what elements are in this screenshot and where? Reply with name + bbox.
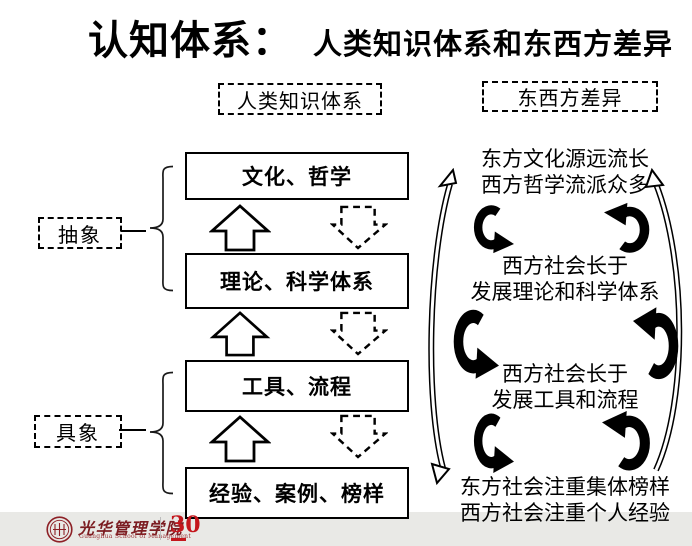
header-east-west-label: 东西方差异 [517,86,623,110]
connector-abstract [121,230,146,232]
logo-divider [160,517,161,540]
school-name-en: Guanghua School of Management [79,533,192,540]
knowledge-box-theory-science: 理论、科学体系 [185,253,409,309]
note-line: 发展理论和科学体系 [470,280,660,304]
label-abstract: 抽象 [38,217,122,249]
header-human-knowledge: 人类知识体系 [218,83,382,115]
pku-seal-icon [46,516,73,543]
label-concrete-text: 具象 [56,421,100,445]
knowledge-box-label: 工具、流程 [242,374,352,399]
up-arrow-icon [209,415,271,463]
brace-abstract [149,165,174,292]
cycle-arrow-up-icon [602,411,650,471]
note-line: 西方哲学流派众多 [481,173,649,197]
note-tools: 西方社会长于 发展工具和流程 [445,361,685,413]
up-arrow-icon [209,204,271,252]
page-title: 认知体系： 人类知识体系和东西方差异 [88,8,673,66]
brace-concrete [149,371,174,495]
note-culture: 东方文化源远流长 西方哲学流派众多 [445,146,685,198]
dashed-down-arrow-icon [330,205,388,250]
knowledge-box-label: 文化、哲学 [242,164,352,189]
header-east-west: 东西方差异 [482,81,658,112]
note-line: 西方社会长于 [502,254,628,278]
anniversary-small-text [171,538,186,541]
knowledge-box-label: 经验、案例、榜样 [209,481,385,506]
dashed-down-arrow-icon [330,414,388,459]
note-theory: 西方社会长于 发展理论和科学体系 [445,253,685,305]
cycle-arrow-down-icon [473,413,514,473]
cycle-arrow-up-icon [604,202,650,253]
note-line: 东方社会注重集体榜样 [460,475,670,499]
cycle-arrow-down-icon [453,309,499,379]
header-human-knowledge-label: 人类知识体系 [237,88,363,113]
knowledge-box-experience-cases: 经验、案例、榜样 [185,467,409,519]
note-line: 发展工具和流程 [491,388,639,412]
title-sub: 人类知识体系和东西方差异 [313,27,674,61]
anniversary-30-logo: 30 [170,512,201,538]
knowledge-box-culture-philosophy: 文化、哲学 [185,152,409,200]
label-concrete: 具象 [34,415,122,448]
cycle-arrow-down-icon [474,205,514,254]
outer-cycle-arrow-left [428,168,458,486]
title-main: 认知体系： [88,17,293,64]
note-experience: 东方社会注重集体榜样 西方社会注重个人经验 [445,474,685,526]
knowledge-box-tools-process: 工具、流程 [185,360,409,412]
up-arrow-icon [209,311,271,357]
note-line: 西方社会注重个人经验 [460,501,670,525]
cycle-arrow-up-icon [633,307,679,380]
school-name-cn: 光华管理学院 [78,519,184,538]
knowledge-box-label: 理论、科学体系 [220,269,374,294]
outer-cycle-arrow-right [644,168,683,472]
note-line: 西方社会长于 [502,362,628,386]
label-abstract-text: 抽象 [58,222,102,247]
connector-concrete [119,429,146,431]
dashed-down-arrow-icon [330,311,388,356]
note-line: 东方文化源远流长 [481,147,649,171]
